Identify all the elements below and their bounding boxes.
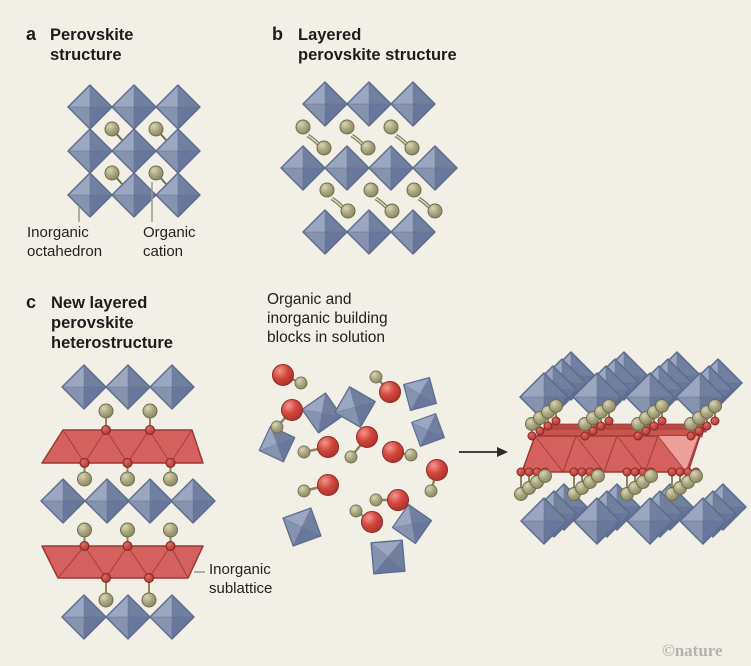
solution-octahedra xyxy=(252,367,453,589)
panel-c-title: New layered perovskite heterostructure xyxy=(51,294,173,353)
assembled-heterostructure xyxy=(514,351,747,545)
assembled-sublattice-slab xyxy=(521,423,709,474)
nature-watermark: ©nature xyxy=(662,641,723,660)
panel-a-leader-lines xyxy=(78,182,153,222)
reaction-arrow xyxy=(459,447,508,457)
inorganic-sublattice-slab-2 xyxy=(41,545,204,579)
panel-c-octahedra-rows xyxy=(40,364,216,640)
panel-a-letter: a xyxy=(26,24,37,44)
panel-a-lattice xyxy=(67,84,201,218)
panel-a-title: Perovskite structure xyxy=(50,26,134,65)
panel-c-structure xyxy=(40,364,216,640)
label-organic-cation: Organic cation xyxy=(143,224,196,260)
panel-b-lattice xyxy=(280,81,458,255)
panel-b-title: Layered perovskite structure xyxy=(298,26,457,65)
solution-caption: Organic and inorganic building blocks in… xyxy=(267,291,388,347)
solution-building-blocks xyxy=(252,364,453,589)
panel-c-letter: c xyxy=(26,292,37,312)
panel-b-letter: b xyxy=(272,24,283,44)
label-inorganic-octahedron: Inorganic octahedron xyxy=(27,224,103,260)
solution-molecules xyxy=(270,364,448,533)
panel-c-cation-sticks xyxy=(83,413,172,600)
inorganic-sublattice-slab-1 xyxy=(41,429,204,464)
label-inorganic-sublattice: Inorganic sublattice xyxy=(209,561,273,597)
assembled-bottom-cation-sticks xyxy=(520,472,697,494)
